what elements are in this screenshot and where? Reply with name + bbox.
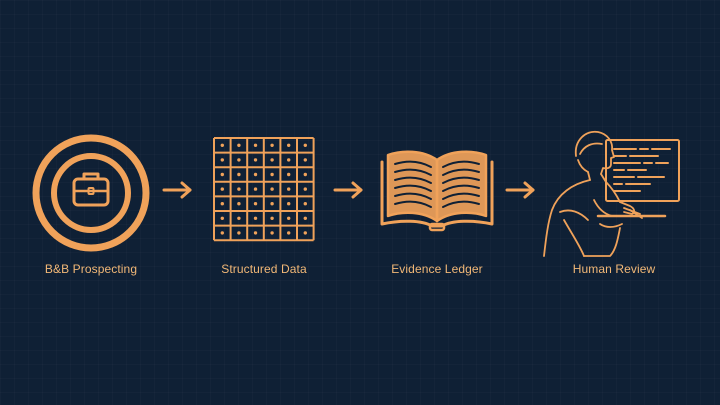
grid-dot (287, 216, 291, 220)
grid-dot (237, 172, 241, 177)
arrow-right-icon (333, 181, 363, 199)
grid-dot (253, 158, 258, 162)
grid-dot (270, 202, 274, 206)
grid-dot (287, 187, 291, 191)
grid-dot (220, 231, 224, 235)
grid-dot (287, 202, 291, 206)
step-prospecting (30, 132, 152, 254)
grid-dot (237, 187, 241, 191)
grid-dot (287, 143, 291, 147)
grid-dot (303, 187, 307, 191)
step-label-evidence-ledger: Evidence Ledger (391, 262, 483, 276)
step-human-review (540, 124, 690, 260)
grid-dot (237, 143, 241, 147)
briefcase-target-icon (32, 134, 150, 252)
grid-dot (220, 216, 224, 220)
grid-dot (270, 158, 274, 162)
grid-dot (237, 158, 241, 162)
open-book-icon (380, 150, 494, 232)
grid-dot (220, 143, 224, 147)
grid-dot (270, 187, 274, 191)
grid-dot (303, 172, 307, 177)
grid-dot (303, 231, 307, 235)
grid-dot (253, 231, 258, 235)
grid-dot (253, 202, 258, 206)
grid-dot (270, 143, 274, 147)
grid-icon (213, 137, 315, 242)
grid-dot (237, 216, 241, 220)
grid-dot (287, 172, 291, 177)
grid-dot (253, 172, 258, 177)
grid-dot (303, 143, 307, 147)
grid-dot (287, 158, 291, 162)
grid-dot (287, 231, 291, 235)
grid-dot (237, 202, 241, 206)
step-label-human-review: Human Review (572, 262, 656, 276)
arrow-2 (332, 180, 366, 200)
grid-dot (253, 143, 258, 147)
grid-dot (303, 158, 307, 162)
step-evidence-ledger (378, 146, 496, 236)
arrow-1 (161, 180, 195, 200)
grid-dot (220, 158, 224, 162)
grid-dot (220, 187, 224, 191)
step-structured-data (212, 136, 316, 242)
grid-dot (270, 172, 274, 177)
arrow-right-icon (162, 181, 192, 199)
person-at-computer-icon (543, 130, 680, 257)
grid-dot (253, 187, 258, 191)
step-label-prospecting: B&B Prospecting (44, 262, 138, 276)
grid-dot (253, 216, 258, 220)
arrow-3 (504, 180, 538, 200)
arrow-right-icon (505, 181, 535, 199)
grid-dot (220, 202, 224, 206)
grid-dot (270, 216, 274, 220)
grid-dot (303, 216, 307, 220)
grid-dot (270, 231, 274, 235)
grid-dot (303, 202, 307, 206)
grid-dot (220, 172, 224, 177)
step-label-structured-data: Structured Data (221, 262, 307, 276)
grid-dot (237, 231, 241, 235)
